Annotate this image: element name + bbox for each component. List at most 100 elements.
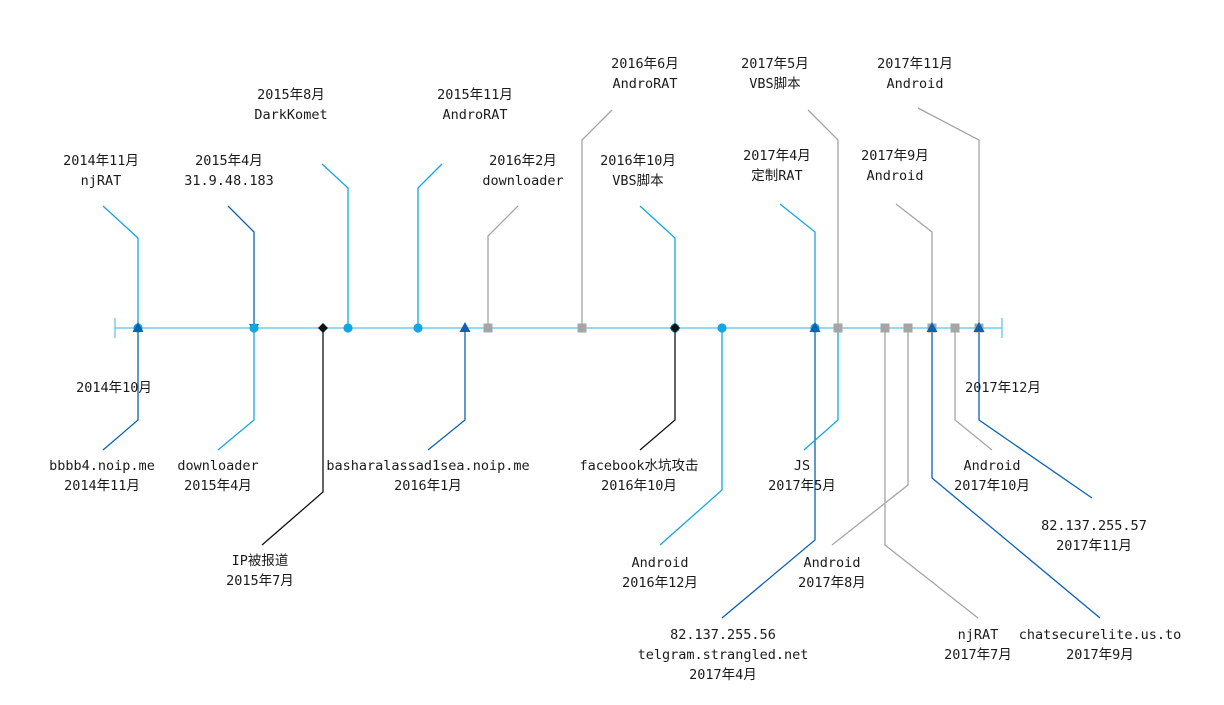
marker-b10 xyxy=(903,323,913,333)
leader-line-b7 xyxy=(721,328,816,619)
event-label-line: bbbb4.noip.me xyxy=(49,458,155,474)
leader-line-b5 xyxy=(639,328,676,451)
event-label-line: 2015年8月 xyxy=(257,87,325,103)
timeline-axis xyxy=(114,318,1003,338)
event-label-line: DarkKomet xyxy=(254,107,327,123)
marker-b2 xyxy=(249,323,259,333)
event-label-line: telgram.strangled.net xyxy=(638,647,809,663)
leader-line-b14 xyxy=(978,328,1093,499)
event-label-line: 2017年5月 xyxy=(741,56,809,72)
event-label-line: 2014年10月 xyxy=(76,380,152,396)
marker-e5 xyxy=(483,323,493,333)
marker-e4 xyxy=(413,323,423,333)
event-label-e7: 2016年10月 VBS脚本 xyxy=(600,153,676,189)
leader-line-b1 xyxy=(102,328,139,451)
event-label-line: 82.137.255.57 xyxy=(1041,518,1147,534)
leader-line-e2 xyxy=(227,205,255,328)
event-label-line: 2017年4月 xyxy=(743,148,811,164)
event-label-line: 82.137.255.56 xyxy=(670,627,776,643)
leader-line-e1 xyxy=(102,205,139,328)
event-label-b0: 2014年10月 xyxy=(76,380,152,396)
leader-line-b4 xyxy=(427,328,466,451)
marker-e3 xyxy=(343,323,353,333)
event-label-line: chatsecurelite.us.to xyxy=(1019,627,1182,643)
event-label-line: 2017年7月 xyxy=(944,647,1012,663)
marker-b3 xyxy=(318,323,328,333)
marker-b12-square xyxy=(950,323,960,333)
event-label-line: basharalassad1sea.noip.me xyxy=(326,458,529,474)
leader-line-b8 xyxy=(803,328,839,451)
event-label-line: facebook水坑攻击 xyxy=(579,458,698,474)
event-label-line: JS xyxy=(794,458,810,474)
event-label-line: 2016年6月 xyxy=(611,56,679,72)
event-label-e6: 2016年6月 AndroRAT xyxy=(611,56,679,92)
leader-line-b2 xyxy=(217,328,255,451)
event-label-b5: facebook水坑攻击 2016年10月 xyxy=(579,458,698,494)
event-label-b9: njRAT 2017年7月 xyxy=(944,627,1012,663)
leader-line-e5 xyxy=(487,205,519,328)
event-label-line: 2015年4月 xyxy=(184,478,252,494)
event-label-line: 2016年2月 xyxy=(489,153,557,169)
event-label-line: AndroRAT xyxy=(612,76,677,92)
event-label-line: njRAT xyxy=(958,627,999,643)
leader-line-b6 xyxy=(659,328,723,546)
marker-e6 xyxy=(577,323,587,333)
leader-line-b9 xyxy=(884,328,979,619)
event-label-e9: 2017年5月 VBS脚本 xyxy=(741,56,809,92)
leader-line-e6 xyxy=(581,109,613,328)
leader-lines xyxy=(102,107,1101,619)
event-label-line: 2014年11月 xyxy=(63,153,139,169)
event-label-b14: 82.137.255.57 2017年11月 xyxy=(1041,518,1147,554)
leader-line-b12 xyxy=(954,328,993,451)
event-label-e10: 2017年9月 Android xyxy=(861,148,929,184)
leader-line-e10 xyxy=(895,203,933,328)
leader-line-b10 xyxy=(831,328,909,546)
event-label-line: 2017年11月 xyxy=(1056,538,1132,554)
event-label-line: 2017年10月 xyxy=(954,478,1030,494)
leader-line-e9 xyxy=(807,109,839,328)
event-label-line: Android xyxy=(632,555,689,571)
event-label-line: 2017年5月 xyxy=(768,478,836,494)
marker-b6 xyxy=(717,323,727,333)
marker-b4 xyxy=(459,322,471,332)
event-label-line: 2016年1月 xyxy=(394,478,462,494)
event-label-b8: JS 2017年5月 xyxy=(768,458,836,494)
leader-line-e8 xyxy=(779,203,816,328)
marker-b5 xyxy=(670,323,680,333)
event-label-line: 2015年11月 xyxy=(437,87,513,103)
event-label-e4: 2015年11月 AndroRAT xyxy=(437,87,513,123)
event-label-e3: 2015年8月 DarkKomet xyxy=(254,87,327,123)
event-label-line: 2017年4月 xyxy=(689,667,757,683)
event-label-line: Android xyxy=(867,168,924,184)
leader-line-e7 xyxy=(639,205,676,328)
event-label-line: 定制RAT xyxy=(751,168,802,184)
leader-line-b3 xyxy=(261,328,324,546)
event-label-line: 2016年12月 xyxy=(622,575,698,591)
event-label-b6: Android 2016年12月 xyxy=(622,555,698,591)
leader-line-e4 xyxy=(417,163,443,328)
event-label-line: 2016年10月 xyxy=(601,478,677,494)
event-label-b7: 82.137.255.56 telgram.strangled.net 2017年4… xyxy=(638,627,809,683)
event-label-line: 2016年10月 xyxy=(600,153,676,169)
event-label-line: 2017年9月 xyxy=(861,148,929,164)
leader-line-b11 xyxy=(931,328,1101,619)
marker-b14-triangle xyxy=(973,322,985,332)
event-label-b11: chatsecurelite.us.to 2017年9月 xyxy=(1019,627,1182,663)
event-label-line: downloader xyxy=(482,173,563,189)
event-label-line: 2017年9月 xyxy=(1066,647,1134,663)
event-label-line: Android xyxy=(887,76,944,92)
event-label-line: njRAT xyxy=(81,173,122,189)
event-label-line: VBS脚本 xyxy=(749,76,801,92)
leader-line-e11 xyxy=(917,107,980,328)
event-label-line: VBS脚本 xyxy=(612,173,664,189)
event-label-line: AndroRAT xyxy=(442,107,507,123)
event-label-e8: 2017年4月定制RAT xyxy=(743,148,811,184)
